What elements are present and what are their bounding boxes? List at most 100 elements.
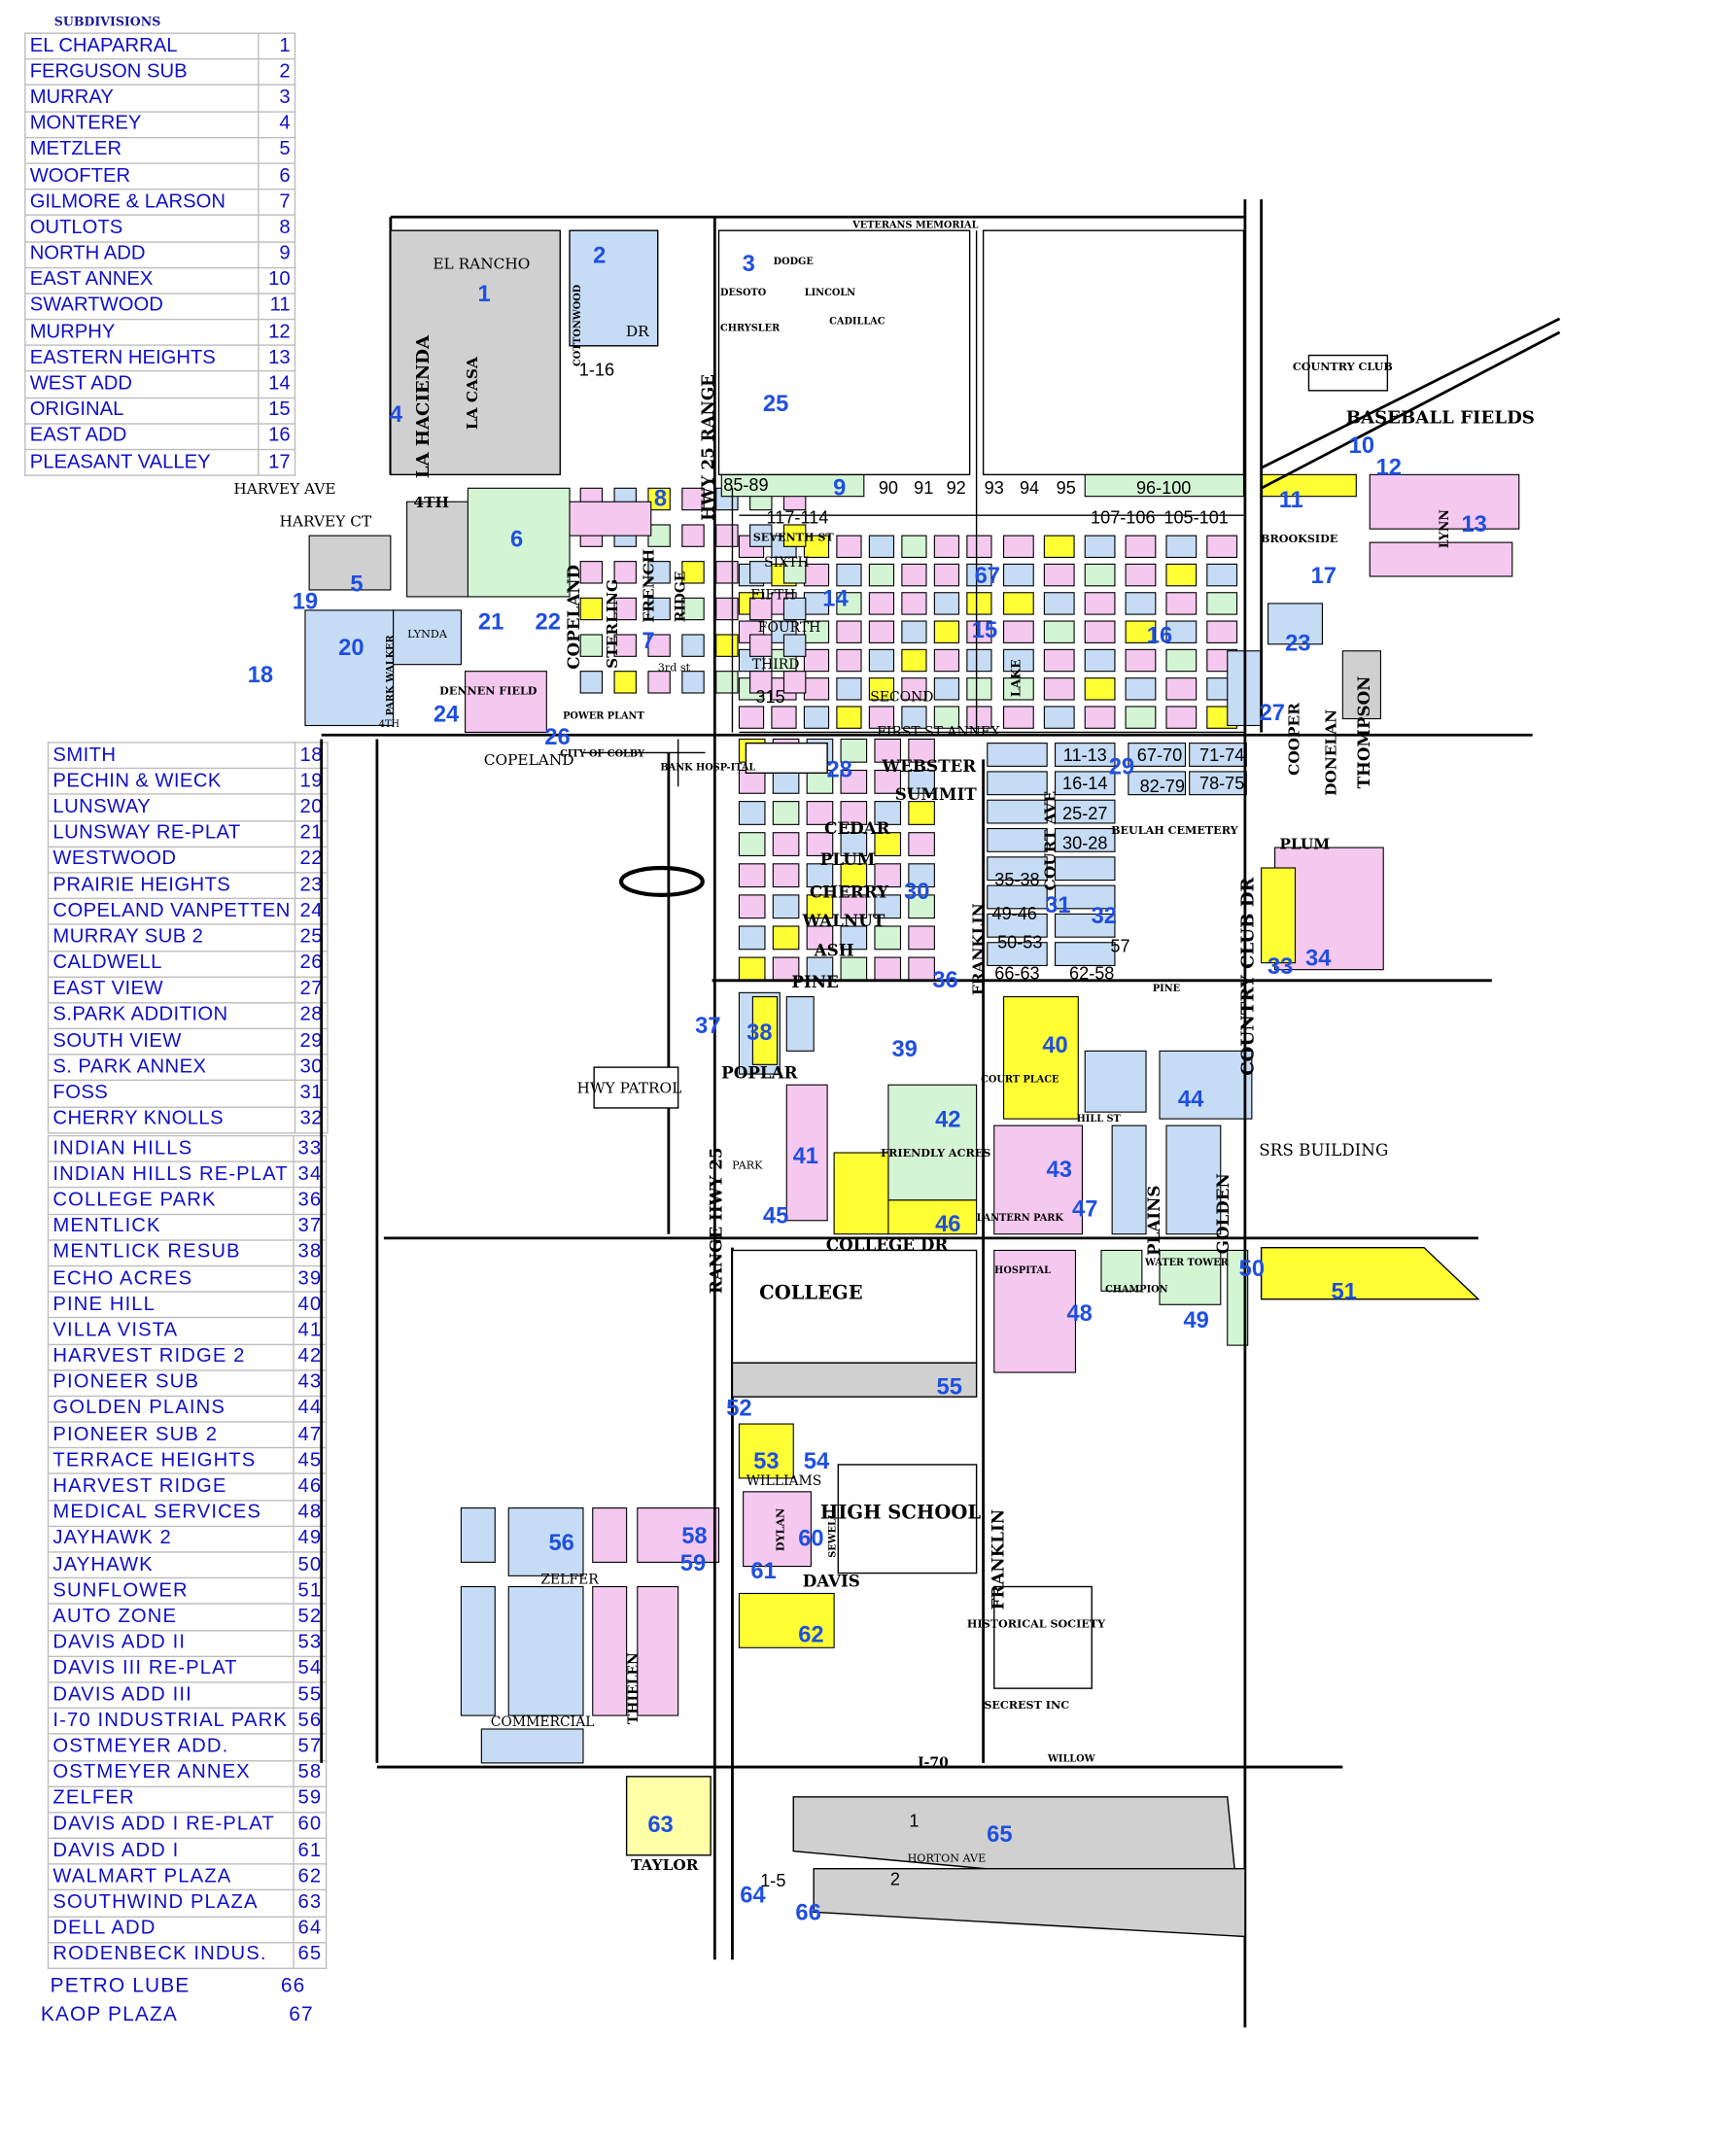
sunflower-parcel <box>1260 1246 1480 1300</box>
subdivision-marker: 50 <box>1239 1257 1265 1282</box>
legend-subdivision-name: JAYHAWK <box>47 1551 295 1579</box>
legend-subdivision-number: 63 <box>292 1889 328 1918</box>
parcel <box>782 634 807 657</box>
street-label: PARK <box>732 1160 763 1172</box>
parcel <box>982 229 1245 476</box>
street-label: LAKE <box>1008 659 1023 697</box>
legend-subdivision-number: 4 <box>258 110 296 138</box>
legend-subdivision-name: COLLEGE PARK <box>47 1187 295 1215</box>
parcel <box>874 863 902 888</box>
parcel <box>933 563 960 587</box>
street-label: CHERRY <box>810 883 889 902</box>
street-label: POWER PLANT <box>563 711 644 722</box>
parcel <box>749 597 773 621</box>
subdivision-marker: 4 <box>390 402 403 428</box>
subdivision-marker: 55 <box>937 1374 962 1400</box>
parcel <box>1084 592 1116 615</box>
subdivision-marker: 15 <box>972 618 997 643</box>
subdivision-marker: 2 <box>593 244 606 269</box>
parcel <box>836 648 862 673</box>
street-label: COUNTRY CLUB <box>1293 361 1393 373</box>
parcel <box>1261 867 1297 964</box>
legend-subdivision-name: COPELAND VANPETTEN <box>47 897 296 926</box>
parcel <box>637 1585 679 1716</box>
street-label: WALNUT <box>801 911 885 930</box>
street-label: HARVEY CT <box>280 512 372 530</box>
parcel <box>806 925 834 951</box>
parcel <box>569 229 659 347</box>
legend-subdivision-name: SMITH <box>47 742 296 770</box>
parcel <box>933 535 960 559</box>
street-label: BANK HOSP-ITAL <box>660 763 755 774</box>
block-number: 90 <box>879 478 898 498</box>
parcel <box>1043 677 1075 701</box>
subdivision-marker: 58 <box>681 1524 707 1549</box>
street-label: BROOKSIDE <box>1261 533 1337 545</box>
parcel <box>743 1491 812 1568</box>
street-label: FRANKLIN <box>989 1509 1008 1610</box>
parcel <box>304 609 395 727</box>
block-number: 35-38 <box>994 870 1039 889</box>
legend-subdivision-number: 65 <box>292 1941 328 1969</box>
subdivision-marker: 19 <box>293 589 318 614</box>
parcel <box>966 677 992 701</box>
parcel <box>771 706 797 729</box>
parcel <box>933 592 960 615</box>
subdivision-marker: 46 <box>935 1212 960 1237</box>
parcel <box>579 671 604 694</box>
block-number: 96-100 <box>1136 478 1191 498</box>
parcel <box>908 956 935 982</box>
parcel <box>1125 620 1157 643</box>
legend-subdivision-name: LUNSWAY RE-PLAT <box>47 819 296 848</box>
subdivision-marker: 38 <box>746 1021 772 1046</box>
street-label: LYNN <box>1437 509 1451 548</box>
parcel <box>390 229 561 476</box>
parcel <box>868 563 895 587</box>
parcel <box>1084 535 1116 559</box>
parcel <box>874 894 902 919</box>
legend-subdivision-number: 2 <box>258 58 296 87</box>
street-label: COPELAND <box>564 565 583 670</box>
parcel <box>1125 677 1157 701</box>
parcel <box>901 563 927 587</box>
street-label: COTTONWOOD <box>573 284 583 366</box>
parcel <box>836 677 862 701</box>
block-number: 50-53 <box>997 932 1042 952</box>
parcel <box>738 894 766 919</box>
subdivision-marker: 24 <box>434 702 460 727</box>
street-label: THIELEN <box>626 1652 642 1724</box>
parcel <box>1054 884 1116 910</box>
parcel <box>833 1152 889 1235</box>
street-label: HISTORICAL SOCIETY <box>967 1617 1106 1630</box>
street-label: COURT AVE <box>1042 791 1059 890</box>
parcel <box>782 597 807 621</box>
subdivision-marker: 10 <box>1349 433 1374 459</box>
legend-subdivision-name: EAST VIEW <box>47 976 296 1004</box>
parcel <box>1043 563 1075 587</box>
parcel <box>1002 620 1034 643</box>
parcel <box>1084 1050 1147 1113</box>
parcel <box>1054 799 1116 824</box>
street-label: WEBSTER <box>881 756 976 776</box>
parcel <box>738 801 766 825</box>
parcel <box>806 832 834 856</box>
parcel <box>1128 743 1187 767</box>
subdivision-marker: 30 <box>904 880 929 905</box>
street-label: RANGE HWY 25 <box>706 1147 725 1294</box>
parcel <box>1206 563 1238 587</box>
street-label: PLAINS <box>1144 1185 1163 1256</box>
parcel <box>840 925 868 951</box>
subdivision-marker: 13 <box>1461 512 1486 537</box>
street-label: COMMERCIAL <box>491 1714 595 1730</box>
subdivision-marker: 5 <box>350 571 363 597</box>
street-label: SECREST INC <box>984 1699 1069 1712</box>
block-number: 30-28 <box>1062 833 1107 852</box>
parcel <box>681 671 705 694</box>
